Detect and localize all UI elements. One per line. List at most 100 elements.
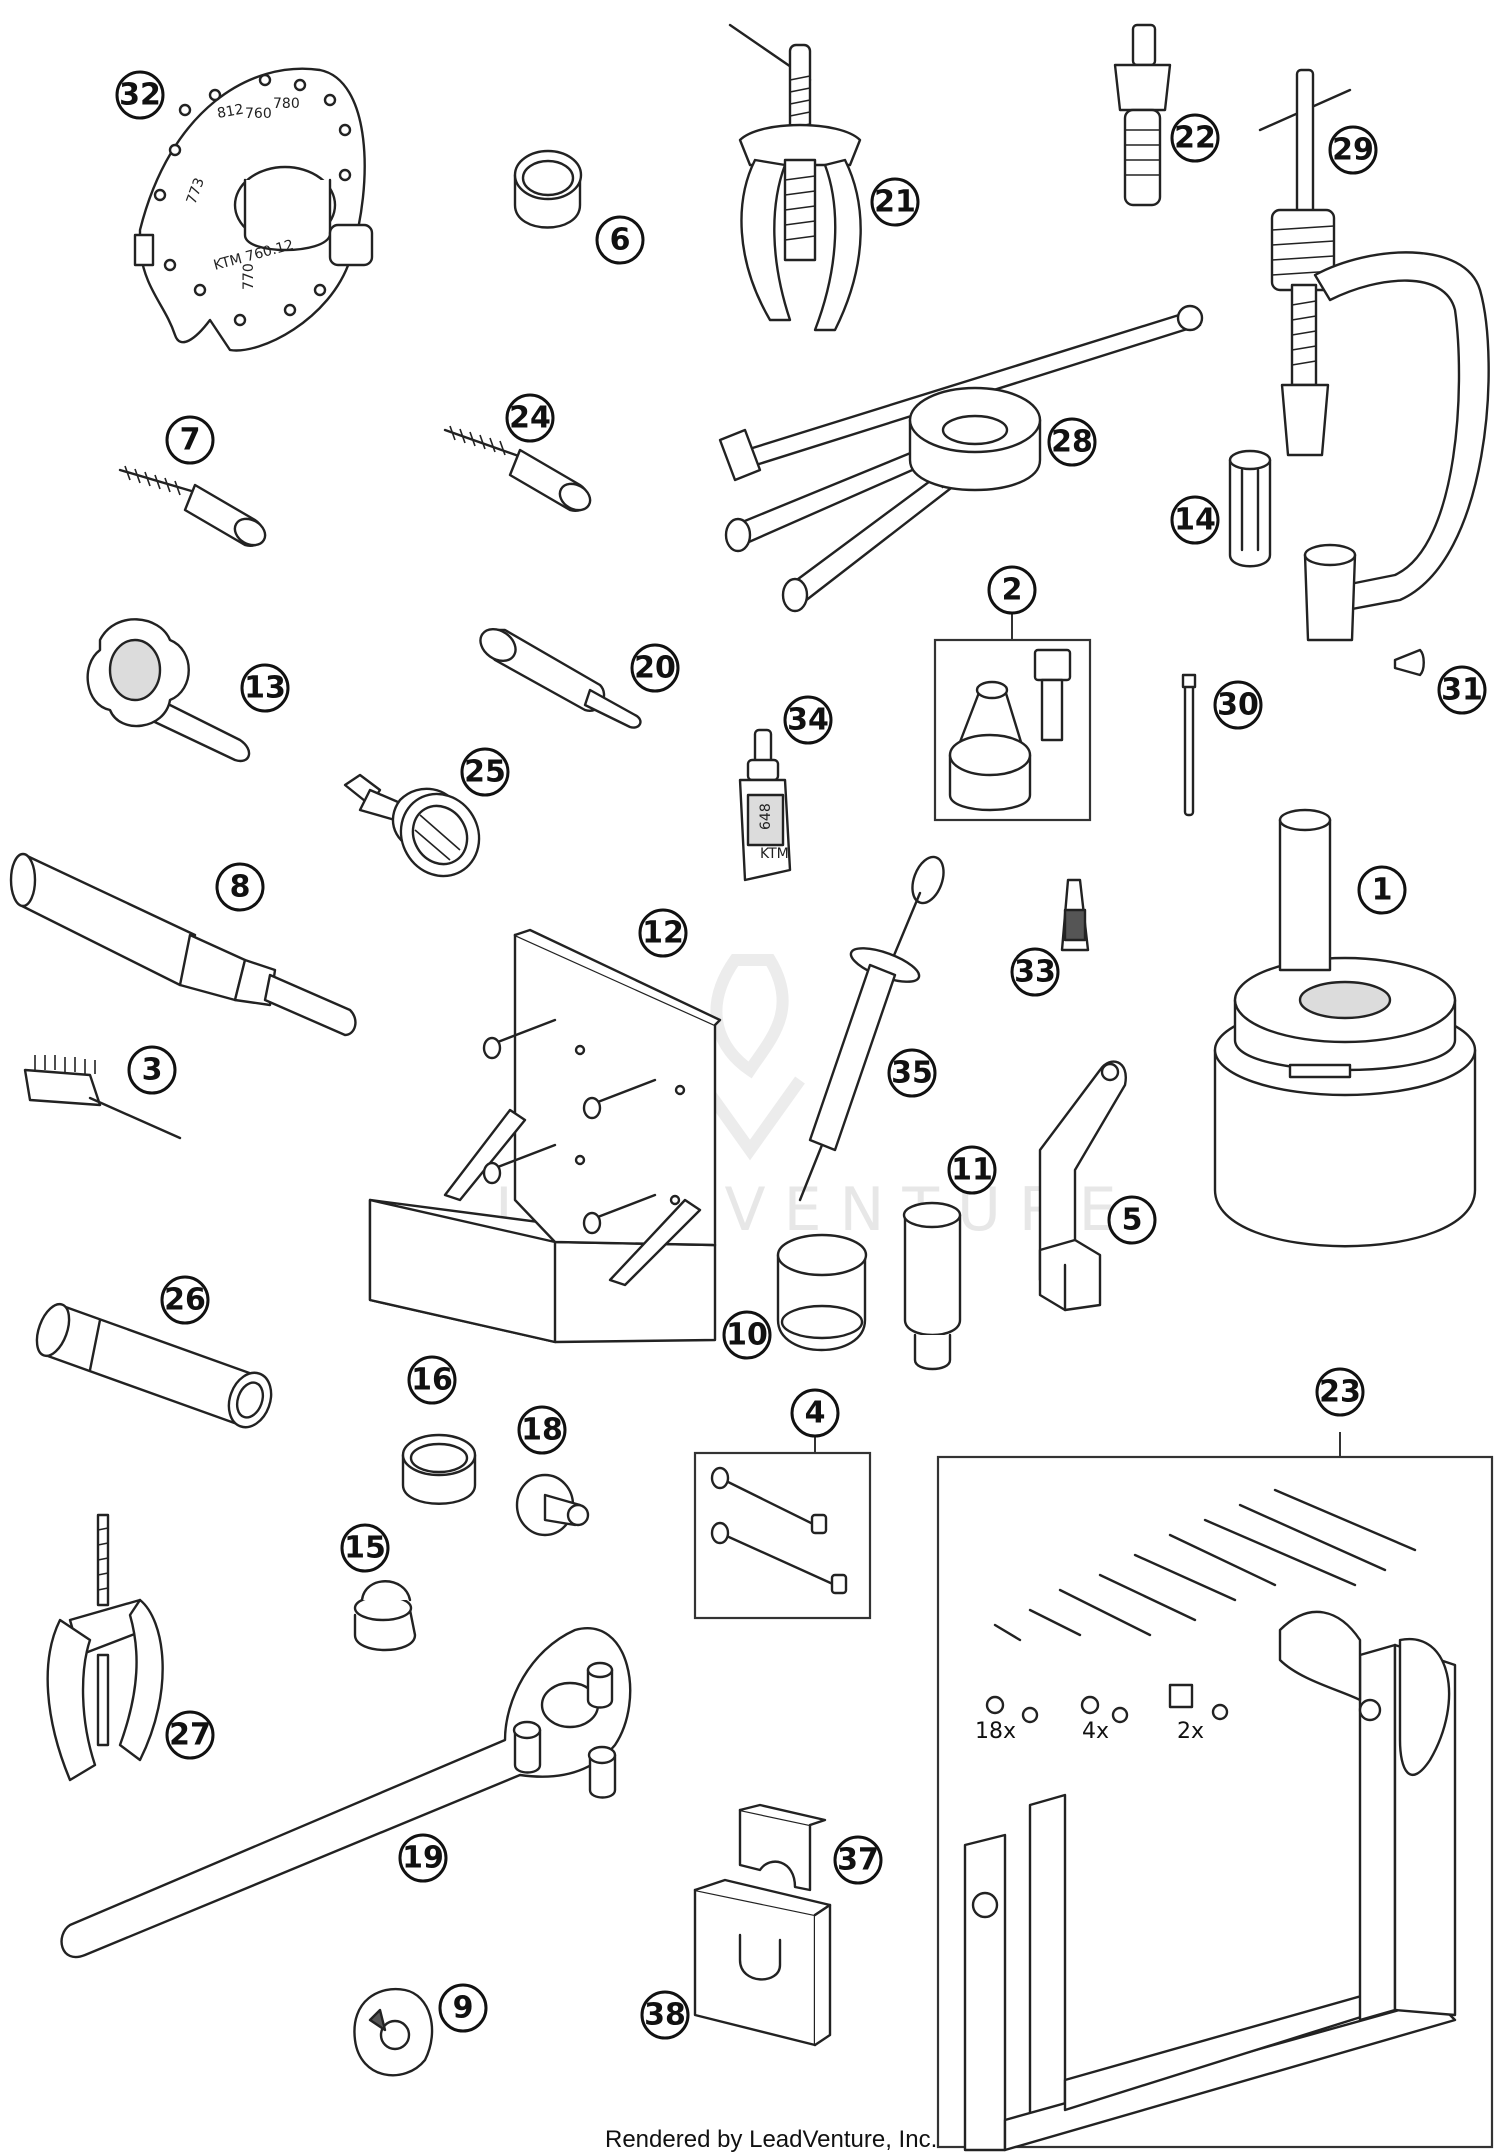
callout-circle [1213, 680, 1263, 730]
qty-label: 2x [1177, 1719, 1204, 1744]
callout-circle [517, 1405, 567, 1455]
callout-circle [595, 215, 645, 265]
part-19-spanner [60, 1627, 632, 1959]
qty-label: 4x [1082, 1719, 1109, 1744]
callout-number: 13 [244, 671, 286, 706]
part-14-sleeve [1228, 449, 1272, 568]
callout-circle [722, 1310, 772, 1360]
part-26-socket [35, 1302, 273, 1429]
callout-number: 34 [787, 703, 829, 738]
callout-19: 19 [398, 1833, 448, 1883]
callout-28: 28 [1047, 417, 1097, 467]
callout-20: 20 [630, 643, 680, 693]
part-4-bolts [693, 1435, 872, 1620]
part-29-c-clamp [1258, 68, 1490, 642]
part-6-ring [513, 149, 583, 229]
callout-circle [783, 695, 833, 745]
part-13-knob [86, 618, 251, 763]
callout-30: 30 [1213, 680, 1263, 730]
callout-circle [398, 1833, 448, 1883]
callout-number: 19 [402, 1841, 444, 1876]
part-5-hook [1038, 1060, 1127, 1312]
callout-circle [505, 393, 555, 443]
callout-number: 25 [464, 755, 506, 790]
callout-number: 18 [521, 1413, 563, 1448]
callout-circle [1315, 1367, 1365, 1417]
callout-number: 29 [1332, 133, 1374, 168]
callout-layer: 1 2 3 4 5 6 7 8 9 10 11 12 13 14 15 16 1… [115, 70, 1487, 2040]
callout-15: 15 [340, 1523, 390, 1573]
part-28-holder [718, 304, 1204, 613]
callout-number: 28 [1051, 425, 1093, 460]
callout-number: 6 [610, 223, 631, 258]
callout-number: 38 [644, 1998, 686, 2033]
part-32-disc-plate: 773 760 780 770 KTM 760.12 812 [133, 67, 374, 352]
callout-circle [638, 908, 688, 958]
callout-circle [1357, 865, 1407, 915]
callout-circle [340, 1523, 390, 1573]
callout-circle [1170, 113, 1220, 163]
callout-31: 31 [1437, 665, 1487, 715]
callout-4: 4 [790, 1388, 840, 1438]
callout-circle [1010, 947, 1060, 997]
callout-number: 16 [411, 1363, 453, 1398]
disc-stamp: 770 [241, 263, 257, 290]
callout-number: 24 [509, 401, 551, 436]
part-11-sleeve-tool [902, 1201, 962, 1371]
callout-circle [1107, 1195, 1157, 1245]
part-31-cone [1393, 648, 1425, 677]
callout-circle [1170, 495, 1220, 545]
disc-stamp: 760 [245, 106, 272, 122]
part-16-ring [401, 1433, 477, 1505]
part-3-comb [23, 1055, 182, 1140]
part-33-nozzle [1060, 878, 1090, 952]
callout-number: 12 [642, 916, 684, 951]
callout-number: 5 [1122, 1203, 1143, 1238]
callout-6: 6 [595, 215, 645, 265]
footer-credit: Rendered by LeadVenture, Inc. [605, 2126, 938, 2153]
callout-14: 14 [1170, 495, 1220, 545]
callout-number: 8 [230, 870, 251, 905]
callout-circle [947, 1145, 997, 1195]
callout-number: 4 [805, 1396, 826, 1431]
callout-27: 27 [165, 1710, 215, 1760]
part-12-bracket [368, 928, 722, 1344]
callout-number: 30 [1217, 688, 1259, 723]
callout-24: 24 [505, 393, 555, 443]
part-35-syringe [798, 855, 945, 1202]
part-25-nut-tool [343, 773, 481, 878]
bottle-stamp: KTM [760, 846, 789, 862]
callout-number: 23 [1319, 1375, 1361, 1410]
callout-number: 35 [891, 1056, 933, 1091]
callout-8: 8 [215, 862, 265, 912]
callout-37: 37 [833, 1835, 883, 1885]
callout-number: 20 [634, 651, 676, 686]
callout-29: 29 [1328, 125, 1378, 175]
callout-10: 10 [722, 1310, 772, 1360]
part-23-stand-kit: 18x 4x 2x [936, 1432, 1494, 2152]
part-9-cap [353, 1987, 434, 2077]
callout-circle [833, 1835, 883, 1885]
callout-number: 3 [142, 1053, 163, 1088]
callout-circle [407, 1355, 457, 1405]
callout-circle [460, 747, 510, 797]
callout-23: 23 [1315, 1367, 1365, 1417]
callout-circle [127, 1045, 177, 1095]
part-18-disc-pin [515, 1473, 590, 1537]
callout-circle [630, 643, 680, 693]
part-37-block [738, 1803, 827, 1892]
callout-32: 32 [115, 70, 165, 120]
part-34-bottle: 648 KTM [738, 728, 792, 882]
callout-circle [987, 565, 1037, 615]
callout-21: 21 [870, 177, 920, 227]
callout-number: 26 [164, 1283, 206, 1318]
callout-number: 32 [119, 78, 161, 113]
callout-circle [160, 1275, 210, 1325]
callout-number: 27 [169, 1718, 211, 1753]
callout-7: 7 [165, 415, 215, 465]
callout-22: 22 [1170, 113, 1220, 163]
callout-number: 21 [874, 185, 916, 220]
part-38-block [693, 1878, 832, 2047]
callout-circle [165, 1710, 215, 1760]
